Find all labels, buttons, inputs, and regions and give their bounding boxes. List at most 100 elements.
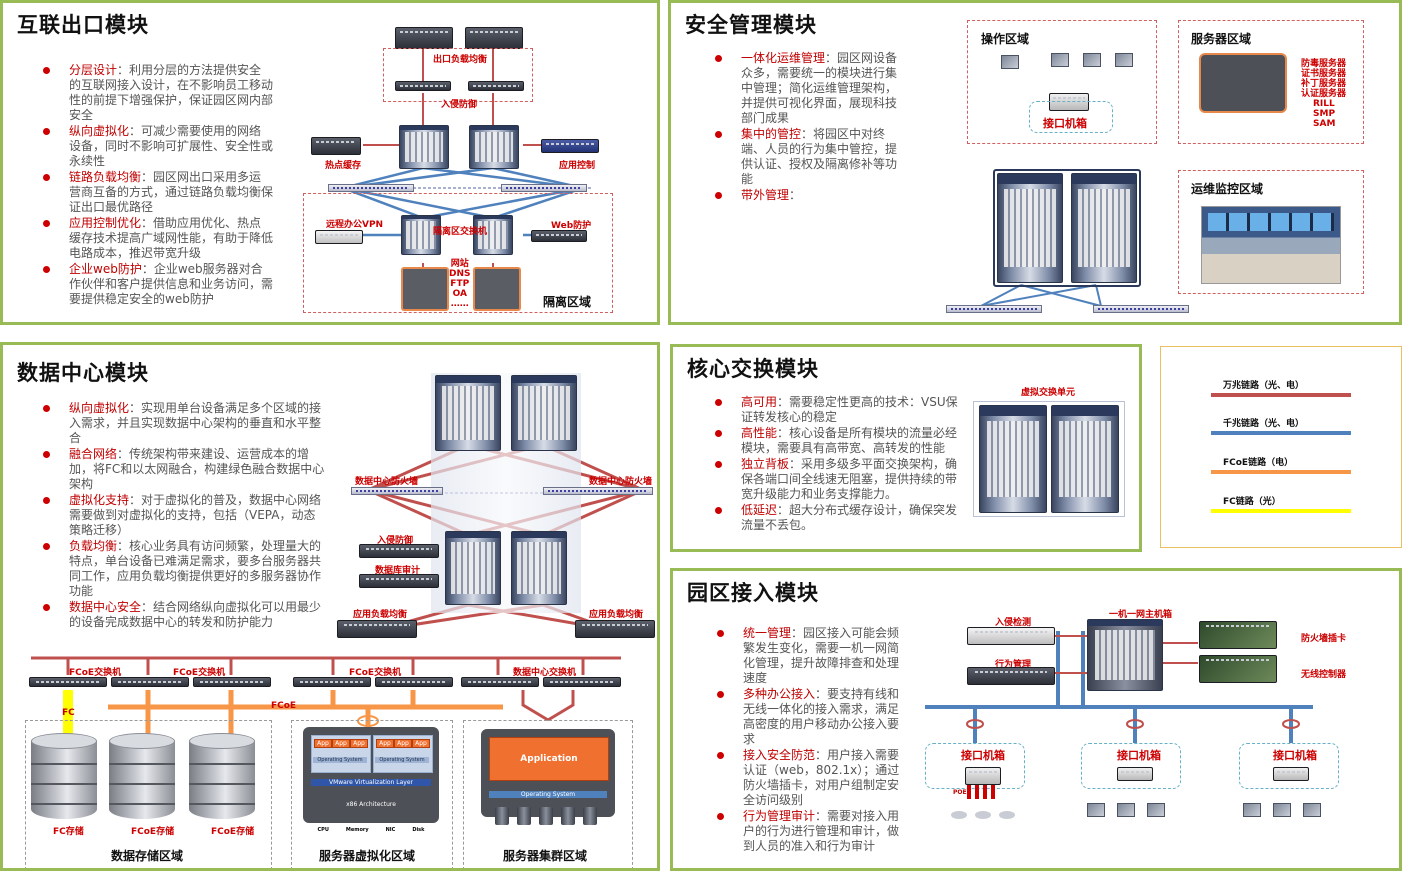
isolation-switch-left	[401, 215, 441, 255]
ips-device-left	[395, 81, 451, 91]
behavior-device	[967, 667, 1055, 685]
panel-title: 核心交换模块	[687, 357, 819, 381]
security-core-chassis-right	[1071, 173, 1137, 283]
lb-right-label: 应用负载均衡	[589, 610, 644, 620]
pc-icon	[1051, 53, 1069, 67]
iface-label: 接口机箱	[1117, 749, 1161, 762]
vsu-chassis-left	[979, 405, 1047, 513]
server-item: RILL	[1313, 99, 1335, 109]
core-chassis-right	[469, 125, 519, 169]
pc-icon	[1115, 53, 1133, 67]
dc-firewall-left	[351, 487, 443, 495]
storage-zone	[25, 720, 272, 868]
panel-security-mgmt: 安全管理模块 一体化运维管理：园区网设备众多，需要统一的模块进行集中管理；简化运…	[668, 0, 1402, 325]
server-zone-label: 服务器区域	[1191, 32, 1252, 46]
storage-label: FC存储	[53, 827, 84, 837]
pc-icon	[1083, 53, 1101, 67]
isolation-switch-right	[473, 215, 513, 255]
pc-icon	[1243, 803, 1261, 817]
lb-left-label: 应用负载均衡	[353, 610, 408, 620]
isolation-zone	[303, 193, 613, 313]
isolation-switch-label: 隔离区交换机	[433, 227, 488, 237]
ips-device	[359, 544, 439, 558]
list-item: 纵向虚拟化：可减少需要使用的网络设备，同时不影响可扩展性、安全性或永续性	[41, 124, 273, 169]
access-switch	[1117, 767, 1153, 781]
ops-zone	[967, 20, 1157, 144]
ips-label: 入侵防御	[441, 100, 478, 110]
campus-links	[925, 631, 1313, 743]
panel-title: 数据中心模块	[17, 361, 149, 385]
server-item: 防毒服务器	[1301, 59, 1347, 69]
iface-box-2	[1081, 743, 1181, 789]
list-item: 集中的管控：将园区中对终端、人员的行为集中管控，提供认证、授权及隔离修补等功能	[713, 127, 898, 187]
poe-label: POE	[953, 789, 967, 796]
app-control-device	[541, 139, 599, 153]
service-item: DNS	[449, 269, 471, 279]
cluster-zone-label: 服务器集群区域	[503, 849, 588, 863]
core-chassis-left	[399, 125, 449, 169]
fcoe-switch	[375, 677, 453, 687]
ids-device	[967, 627, 1055, 645]
dc-firewall-right-label: 数据中心防火墙	[589, 477, 653, 487]
dc-switch-label: 数据中心交换机	[513, 668, 577, 678]
legend-swatch	[1211, 470, 1351, 474]
server-icon	[539, 807, 553, 825]
fcoe-switch	[293, 677, 371, 687]
ap-icon	[951, 811, 967, 819]
panel-title: 园区接入模块	[687, 581, 819, 605]
cluster-os-bar: Operating System	[489, 791, 607, 798]
legend-box: 万兆链路（光、电） 千兆链路（光、电） FCoE链路（电） FC链路（光）	[1160, 346, 1402, 548]
list-item: 链路负载均衡：园区网出口采用多运营商互备的方式，通过链路负载均衡保证出口最优路径	[41, 170, 273, 215]
security-core-links	[980, 284, 1102, 307]
db-audit-label: 数据库审计	[375, 566, 421, 576]
lb-left-device	[337, 620, 417, 638]
list-item: 高可用：需要稳定性更高的技术：VSU保证转发核心的稳定	[713, 395, 961, 425]
bullet-list: 一体化运维管理：园区网设备众多，需要统一的模块进行集中管理；简化运维管理架构，并…	[713, 51, 898, 204]
exit-router-right	[465, 27, 523, 49]
app-box: App	[412, 739, 430, 748]
vsu-label: 虚拟交换单元	[1021, 388, 1076, 398]
server-item: SAM	[1313, 119, 1336, 129]
hw-label: Memory	[345, 827, 369, 833]
list-item: 虚拟化支持：对于虚拟化的普及，数据中心网络需要做到对虚拟化的支持，包括（VEPA…	[41, 493, 326, 538]
server-zone	[1178, 20, 1364, 144]
fcoe-storage-icon	[189, 733, 255, 819]
storage-zone-label: 数据存储区域	[111, 849, 184, 863]
list-item: 应用控制优化：借助应用优化、热点缓存技术提高广域网性能，有助于降低电路成本，推迟…	[41, 216, 273, 261]
list-item: 分层设计：利用分层的方法提供安全的互联网接入设计，在不影响员工移动性的前提下增强…	[41, 63, 273, 123]
exit-router-left	[395, 27, 453, 49]
hot-cache-device	[311, 137, 361, 155]
access-switch	[1273, 767, 1309, 781]
legend-label: FCoE链路（电）	[1223, 458, 1294, 468]
dc-switch	[461, 677, 539, 687]
remote-vpn-label: 远程办公VPN	[326, 220, 384, 230]
legend-swatch	[1211, 393, 1351, 397]
list-item: 融合网络：传统架构带来建设、运营成本的增加，将FC和以太网融合，构建绿色融合数据…	[41, 447, 326, 492]
monitor-room-image	[1201, 206, 1341, 284]
bullet-list: 纵向虚拟化：实现用单台设备满足多个区域的接入需求，并且实现数据中心架构的垂直和水…	[41, 401, 326, 631]
app-box: App	[314, 739, 332, 748]
panel-campus-access: 园区接入模块 统一管理：园区接入可能会频繁发生变化，需要一机一网简化管理，提升故…	[670, 568, 1402, 871]
panel-data-center: 数据中心模块 纵向虚拟化：实现用单台设备满足多个区域的接入需求，并且实现数据中心…	[0, 342, 660, 871]
app-box: App	[350, 739, 368, 748]
wlc-label: 无线控制器	[1301, 670, 1347, 680]
x86-label: x86 Architecture	[346, 801, 396, 808]
pc-icon	[1273, 803, 1291, 817]
server-item: SMP	[1313, 109, 1336, 119]
interface-box-label: 接口机箱	[1043, 117, 1087, 130]
pc-icon	[1001, 55, 1019, 69]
virtualization-box	[1199, 53, 1287, 113]
app-control-label: 应用控制	[559, 161, 596, 171]
server-icon	[495, 807, 509, 825]
server-icon	[583, 807, 597, 825]
list-item: 统一管理：园区接入可能会频繁发生变化，需要一机一网简化管理，提升故障排查和处理速…	[715, 626, 905, 686]
storage-label: FCoE存储	[211, 827, 255, 837]
service-item: 网站	[450, 259, 469, 269]
ids-label: 入侵检测	[995, 618, 1032, 628]
panel-core-switch: 核心交换模块 高可用：需要稳定性更高的技术：VSU保证转发核心的稳定 高性能：核…	[670, 344, 1142, 552]
virt-zone-label: 服务器虚拟化区域	[319, 849, 416, 863]
access-switch-left	[946, 305, 1042, 313]
iface-box-3	[1239, 743, 1339, 789]
dc-switch	[543, 677, 621, 687]
hw-label: Disk	[412, 827, 425, 833]
